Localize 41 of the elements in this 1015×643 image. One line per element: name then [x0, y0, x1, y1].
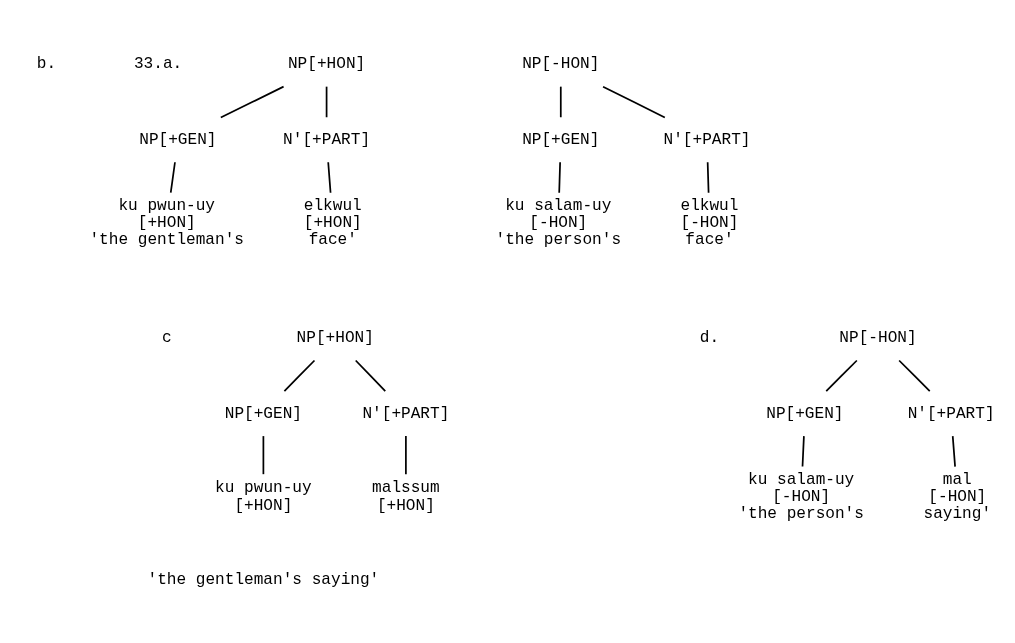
label: 33.a.: [133, 54, 183, 73]
node-text: NP[+HON]: [296, 328, 374, 347]
label: d.: [699, 328, 720, 347]
node-text: ku pwun-uy [+HON]: [215, 478, 312, 515]
node-text: elkwul [-HON] face': [680, 196, 739, 249]
connector: [602, 85, 666, 118]
node-text: malssum [+HON]: [372, 478, 440, 515]
node-text: NP[+HON]: [287, 54, 366, 73]
node-text: N'[+PART]: [283, 130, 371, 149]
connector: [801, 434, 805, 467]
node-text: NP[-HON]: [522, 54, 600, 73]
label: 'the gentleman's saying': [147, 570, 380, 589]
connector: [325, 85, 328, 118]
node-text: N'[+PART]: [663, 130, 751, 149]
node-text: NP[+GEN]: [224, 404, 303, 423]
node-text: mal [-HON] saying': [923, 470, 992, 523]
connector: [283, 359, 316, 392]
node-text: N'[+PART]: [907, 404, 995, 423]
node-text: ku pwun-uy [+HON] 'the gentleman's: [89, 196, 244, 249]
connector: [327, 160, 332, 194]
node-text: NP[+GEN]: [139, 130, 217, 149]
node-text: ku salam-uy [-HON] 'the person's: [495, 196, 622, 249]
connector: [219, 85, 285, 118]
node-text: NP[+GEN]: [522, 130, 600, 149]
connector: [706, 160, 710, 194]
connector: [558, 160, 561, 194]
connector: [898, 359, 931, 392]
connector: [559, 85, 562, 118]
node-text: elkwul [+HON] face': [303, 196, 362, 249]
connector: [262, 434, 265, 475]
connector: [169, 160, 176, 194]
label: b.: [36, 54, 57, 73]
node-text: ku salam-uy [-HON] 'the person's: [738, 470, 864, 523]
connector: [825, 359, 858, 392]
connector: [354, 359, 387, 392]
node-text: N'[+PART]: [362, 404, 450, 423]
node-text: NP[-HON]: [839, 328, 917, 347]
connector: [405, 434, 407, 475]
connector: [951, 434, 956, 467]
label: c: [161, 328, 172, 347]
node-text: NP[+GEN]: [766, 404, 844, 423]
